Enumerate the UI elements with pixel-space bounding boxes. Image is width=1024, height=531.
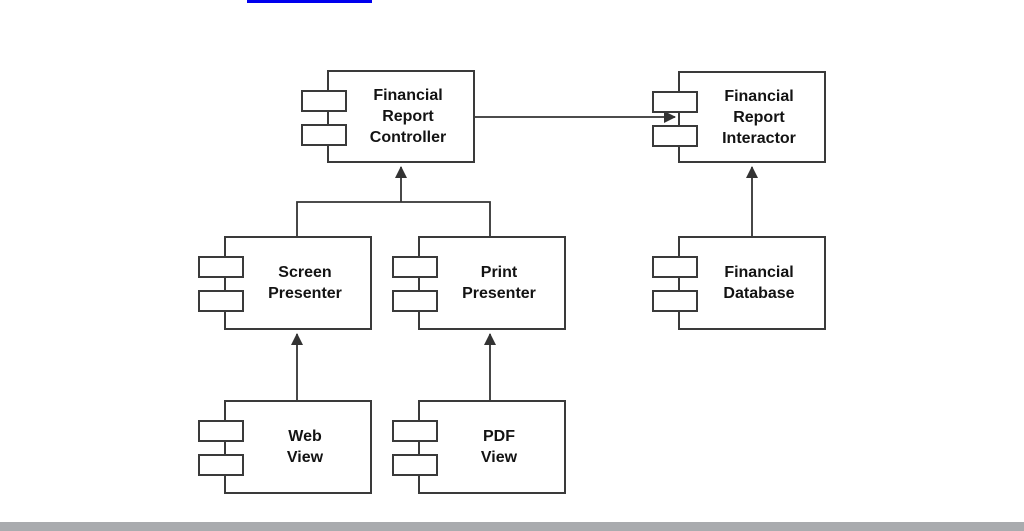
edge-presenters-merge — [296, 201, 491, 236]
component-tab-icon — [652, 290, 698, 312]
label-line: View — [286, 449, 324, 466]
component-label: Screen Presenter — [254, 262, 342, 304]
component-financial-report-interactor: Financial Report Interactor — [652, 71, 826, 163]
label-line: Interactor — [722, 129, 796, 147]
component-tab-icon — [652, 91, 698, 113]
label-line: Controller — [369, 129, 447, 146]
component-tab-icon — [652, 125, 698, 147]
component-tab-icon — [198, 290, 244, 312]
component-tab-icon — [392, 290, 438, 312]
component-tab-icon — [392, 454, 438, 476]
component-tab-icon — [392, 420, 438, 442]
label-line: View — [480, 449, 518, 466]
component-financial-report-controller: Financial Report Controller — [301, 70, 475, 163]
component-label: Financial Report Controller — [356, 85, 446, 148]
label-line: Presenter — [462, 285, 536, 302]
component-print-presenter: Print Presenter — [392, 236, 566, 330]
component-label: Financial Report Interactor — [708, 86, 796, 149]
label-line: Report — [733, 108, 785, 126]
label-line: Report — [382, 108, 434, 125]
label-line: Financial — [724, 264, 794, 281]
component-tab-icon — [392, 256, 438, 278]
label-line: Presenter — [268, 285, 342, 302]
label-line: Financial — [724, 87, 794, 105]
component-tab-icon — [301, 124, 347, 146]
label-line: Financial — [373, 87, 443, 104]
component-tab-icon — [198, 420, 244, 442]
component-label: Print Presenter — [448, 262, 536, 304]
component-tab-icon — [198, 256, 244, 278]
component-label: PDF View — [467, 426, 517, 468]
bottom-bar — [0, 522, 1024, 531]
component-web-view: Web View — [198, 400, 372, 494]
hyperlink-underline-fragment[interactable] — [247, 0, 372, 3]
component-label: Web View — [273, 426, 323, 468]
component-tab-icon — [198, 454, 244, 476]
component-financial-database: Financial Database — [652, 236, 826, 330]
component-screen-presenter: Screen Presenter — [198, 236, 372, 330]
component-pdf-view: PDF View — [392, 400, 566, 494]
label-line: Print — [480, 264, 518, 281]
label-line: Screen — [278, 264, 332, 281]
component-tab-icon — [301, 90, 347, 112]
label-line: Web — [288, 428, 322, 445]
label-line: Database — [723, 285, 795, 302]
label-line: PDF — [482, 428, 515, 445]
component-tab-icon — [652, 256, 698, 278]
component-label: Financial Database — [709, 262, 794, 304]
